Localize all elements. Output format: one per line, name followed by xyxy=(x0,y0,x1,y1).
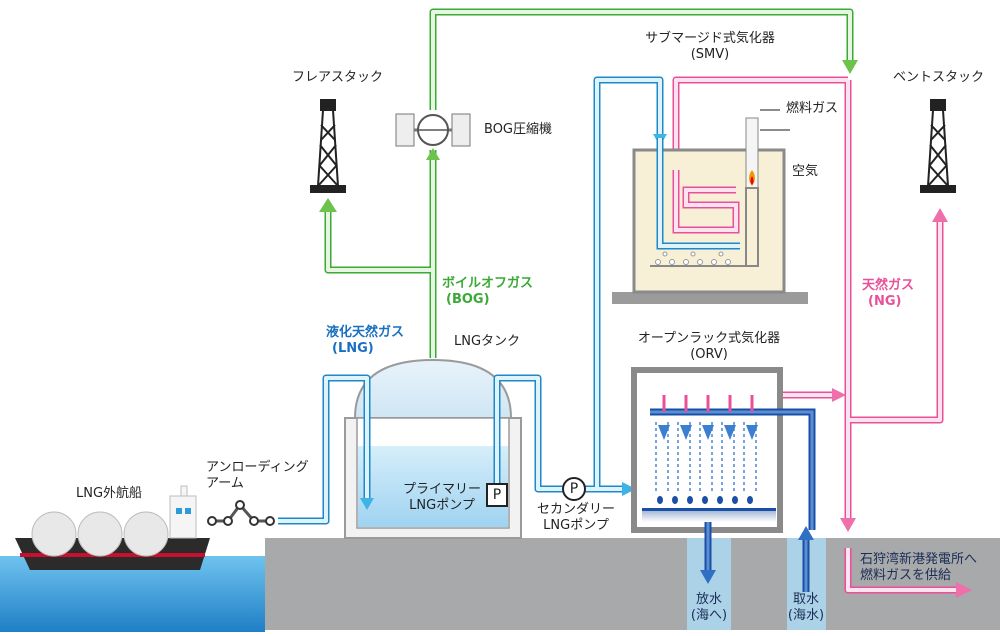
orv-vaporizer xyxy=(631,367,816,533)
smv-vaporizer xyxy=(612,109,808,304)
vent-stack-icon xyxy=(920,99,956,193)
vent-stack-label: ベントスタック xyxy=(893,70,985,85)
flare-stack-label: フレアスタック xyxy=(292,70,384,85)
primary-pump-label-2: LNGポンプ xyxy=(409,498,475,513)
seawater-lines xyxy=(700,522,814,592)
primary-pump-symbol: P xyxy=(492,487,502,503)
ng-abbr-label: (NG) xyxy=(868,294,902,309)
ng-label: 天然ガス xyxy=(862,278,915,293)
air-label: 空気 xyxy=(792,164,819,179)
lng-tank xyxy=(344,358,522,539)
primary-pump-label-1: プライマリー xyxy=(402,482,481,497)
loading-arm-label-2: アーム xyxy=(206,476,244,491)
flame-icon xyxy=(749,170,755,186)
secondary-pump-symbol: P xyxy=(569,481,579,497)
bog-compressor-label: BOG圧縮機 xyxy=(484,122,552,137)
loading-arm-icon xyxy=(207,500,275,526)
supply-label-1: 石狩湾新港発電所へ xyxy=(860,552,978,567)
lng-abbr-label: (LNG) xyxy=(332,341,374,356)
lng-carrier-label: LNG外航船 xyxy=(76,486,143,501)
lng-tank-label: LNGタンク xyxy=(454,334,521,349)
ng-pipes xyxy=(660,76,972,598)
orv-abbr-label: (ORV) xyxy=(690,347,728,362)
pump-icon xyxy=(486,477,586,507)
secondary-pump-label-1: セカンダリー xyxy=(536,502,615,517)
discharge-label-1: 放水 xyxy=(695,592,722,607)
ship-icon xyxy=(15,485,210,570)
fuel-gas-label: 燃料ガス xyxy=(786,101,839,116)
loading-arm-label-1: アンローディング xyxy=(206,460,309,475)
discharge-label-2: (海へ) xyxy=(690,608,728,623)
smv-name-label: サブマージド式気化器 xyxy=(645,31,775,46)
intake-label-1: 取水 xyxy=(792,592,819,607)
intake-label-2: (海水) xyxy=(787,608,825,623)
smv-abbr-label: (SMV) xyxy=(690,47,730,62)
lng-label: 液化天然ガス xyxy=(326,325,405,340)
bog-label: ボイルオフガス xyxy=(442,276,534,291)
bog-abbr-label: (BOG) xyxy=(446,292,490,307)
flare-stack-icon xyxy=(310,99,346,193)
compressor-icon xyxy=(395,113,471,147)
bog-pipes xyxy=(319,8,858,358)
supply-label-2: 燃料ガスを供給 xyxy=(860,568,952,583)
secondary-pump-label-2: LNGポンプ xyxy=(543,518,609,533)
orv-name-label: オープンラック式気化器 xyxy=(637,331,781,346)
